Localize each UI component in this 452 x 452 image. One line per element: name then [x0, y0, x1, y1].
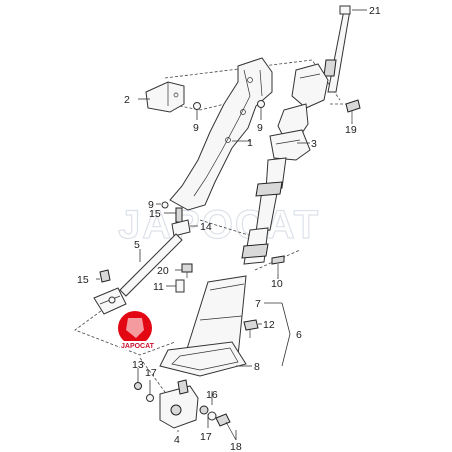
callout-19: 19 — [345, 124, 357, 136]
callout-10: 10 — [271, 278, 283, 290]
part-20-11-bolts — [175, 263, 193, 293]
callout-8: 8 — [254, 361, 260, 373]
callout-9-upper-right: 9 — [257, 122, 263, 134]
callout-4: 4 — [174, 434, 180, 446]
callout-12: 12 — [263, 319, 275, 331]
upper-steering-shaft — [241, 5, 351, 265]
callout-21: 21 — [369, 5, 381, 17]
callout-18: 18 — [230, 441, 242, 452]
callout-20: 20 — [157, 265, 169, 277]
callout-7: 7 — [255, 298, 261, 310]
callout-2: 2 — [124, 94, 130, 106]
part-8-seal-plate — [159, 341, 247, 377]
part-1-column-bracket — [169, 57, 273, 211]
callout-1: 1 — [247, 137, 253, 149]
callout-5: 5 — [134, 239, 140, 251]
callout-leader-lines — [96, 9, 367, 440]
logo-text: JAPOCAT — [121, 343, 155, 350]
callout-17-left: 17 — [145, 367, 157, 379]
part-5-intermediate-shaft — [93, 233, 183, 315]
watermark-text: JAPOCAT — [118, 203, 320, 247]
part-2-bracket — [145, 81, 185, 113]
part-10-bolt — [271, 255, 285, 274]
callout-9-upper-left: 9 — [193, 122, 199, 134]
callout-15-lower: 15 — [77, 274, 89, 286]
part-16-17-18-nuts-right — [199, 405, 237, 441]
callout-13: 13 — [132, 359, 144, 371]
part-13-17-nuts-left — [134, 382, 154, 402]
part-9-nuts — [161, 100, 265, 209]
callout-6: 6 — [296, 329, 302, 341]
callout-16: 16 — [206, 389, 218, 401]
part-12-bolt — [243, 319, 259, 338]
part-14-15-bolts — [99, 207, 191, 283]
callout-17-right: 17 — [200, 431, 212, 443]
callout-14: 14 — [200, 221, 212, 233]
callout-9-lower: 9 — [148, 199, 154, 211]
callout-11: 11 — [153, 281, 164, 293]
part-4-coupling — [159, 379, 199, 429]
callout-3: 3 — [311, 138, 317, 150]
callout-15-upper: 15 — [149, 208, 161, 220]
callout-labels: 21 2 9 1 3 19 9 9 15 14 5 15 20 11 7 12 … — [77, 5, 381, 452]
japocat-logo: JAPOCAT — [118, 311, 155, 350]
part-19-bolt — [345, 99, 361, 122]
